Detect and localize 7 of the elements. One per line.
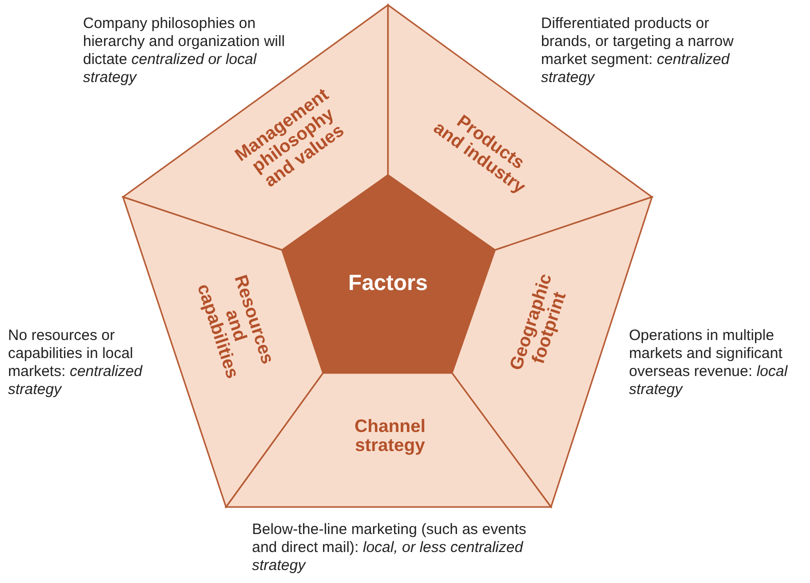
annotation-text: Differentiated products or brands, or targeting a narrow market segment: centralized strategy [541,15,735,87]
center-label: Factors [347,270,429,294]
segment-label: Channel strategy [353,417,426,455]
annotation-text: Company philosophies on hierarchy and organization will dictate centralized or local strategy [83,15,286,87]
annotation-text: No resources or capabilities in local markets: centralized strategy [8,327,143,399]
annotation-text: Operations in multiple markets and significant overseas revenue: local strategy [629,327,789,399]
annotation-text: Below-the-line marketing (such as events and direct mail): local, or less centralized strategy [252,521,528,575]
